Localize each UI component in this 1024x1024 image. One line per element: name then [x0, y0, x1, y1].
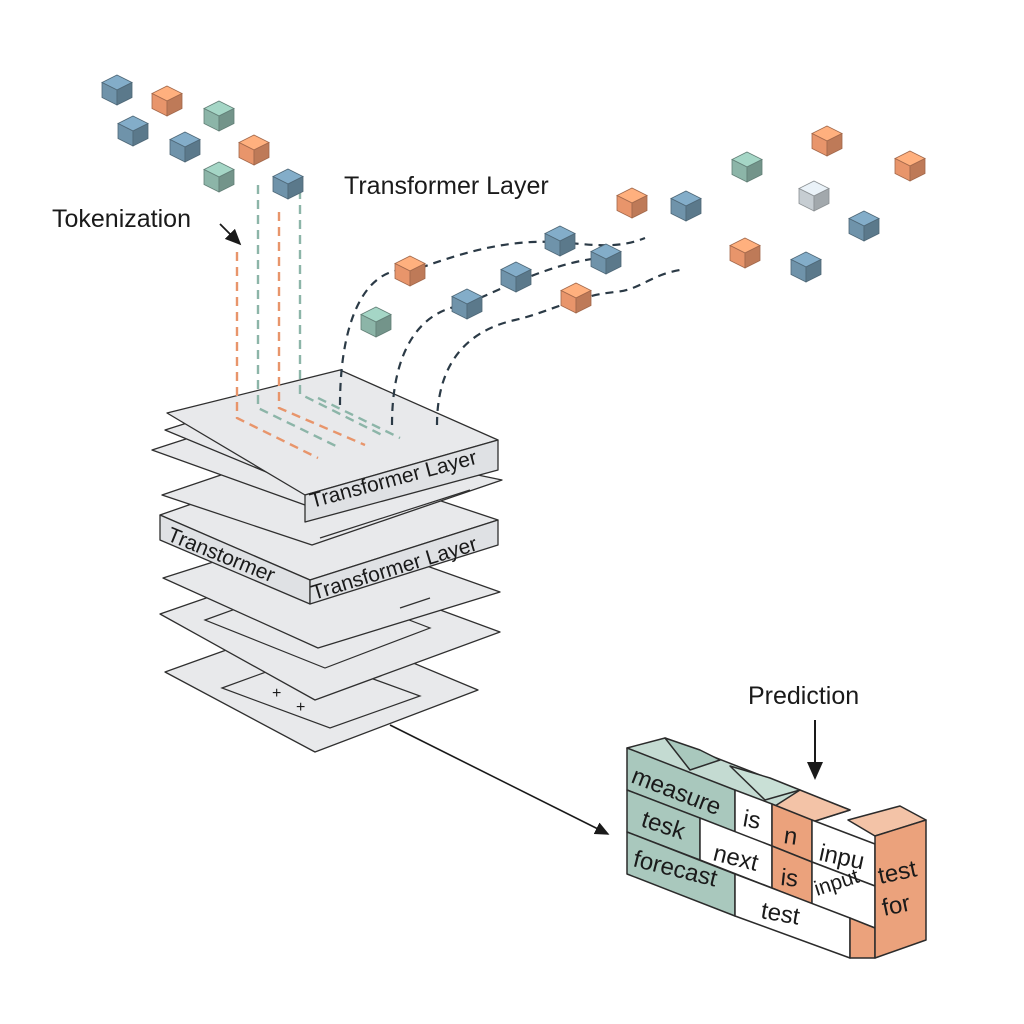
tokenization-label: Tokenization — [52, 205, 191, 233]
token-cube-orange — [151, 85, 183, 117]
tokenization-streams — [235, 185, 401, 460]
token-cube-blue — [848, 210, 880, 242]
token-cube-teal — [731, 151, 763, 183]
token-cube-blue — [544, 225, 576, 257]
token-cube-blue — [101, 74, 133, 106]
token-cube-orange — [560, 282, 592, 314]
token-cube-orange — [616, 187, 648, 219]
token-cube-gray — [798, 180, 830, 212]
token-cube-orange — [894, 150, 926, 182]
layer-stack: + + + + + + + + Transtormer Transformer … — [151, 369, 503, 753]
attention-curves — [338, 236, 681, 426]
token-cube-teal — [203, 161, 235, 193]
svg-text:+: + — [296, 699, 305, 716]
token-cube-blue — [590, 243, 622, 275]
token-cube-blue — [272, 168, 304, 200]
cell-side — [874, 819, 927, 959]
output-arrow — [389, 724, 610, 835]
token-cube-blue — [451, 288, 483, 320]
tokenization-arrow — [219, 223, 242, 246]
token-cube-orange — [394, 255, 426, 287]
grid-word-is-2: is — [779, 864, 799, 893]
token-cube-orange — [238, 134, 270, 166]
token-cube-blue — [169, 131, 201, 163]
prediction-grid — [626, 737, 927, 959]
grid-word-side-for: for — [880, 890, 913, 922]
token-cube-teal — [360, 306, 392, 338]
token-cube-orange — [729, 237, 761, 269]
grid-word-test: test — [759, 897, 802, 930]
token-cube-blue — [670, 190, 702, 222]
token-cube-blue — [790, 251, 822, 283]
svg-text:+: + — [272, 685, 281, 702]
token-cubes — [101, 74, 926, 338]
token-cube-teal — [203, 100, 235, 132]
token-cube-blue — [500, 261, 532, 293]
grid-word-n: n — [782, 822, 799, 851]
token-cube-orange — [811, 125, 843, 157]
transformer-layer-title: Transformer Layer — [344, 172, 549, 200]
token-cube-blue — [117, 115, 149, 147]
grid-word-is-1: is — [741, 805, 763, 835]
prediction-label: Prediction — [748, 682, 859, 710]
